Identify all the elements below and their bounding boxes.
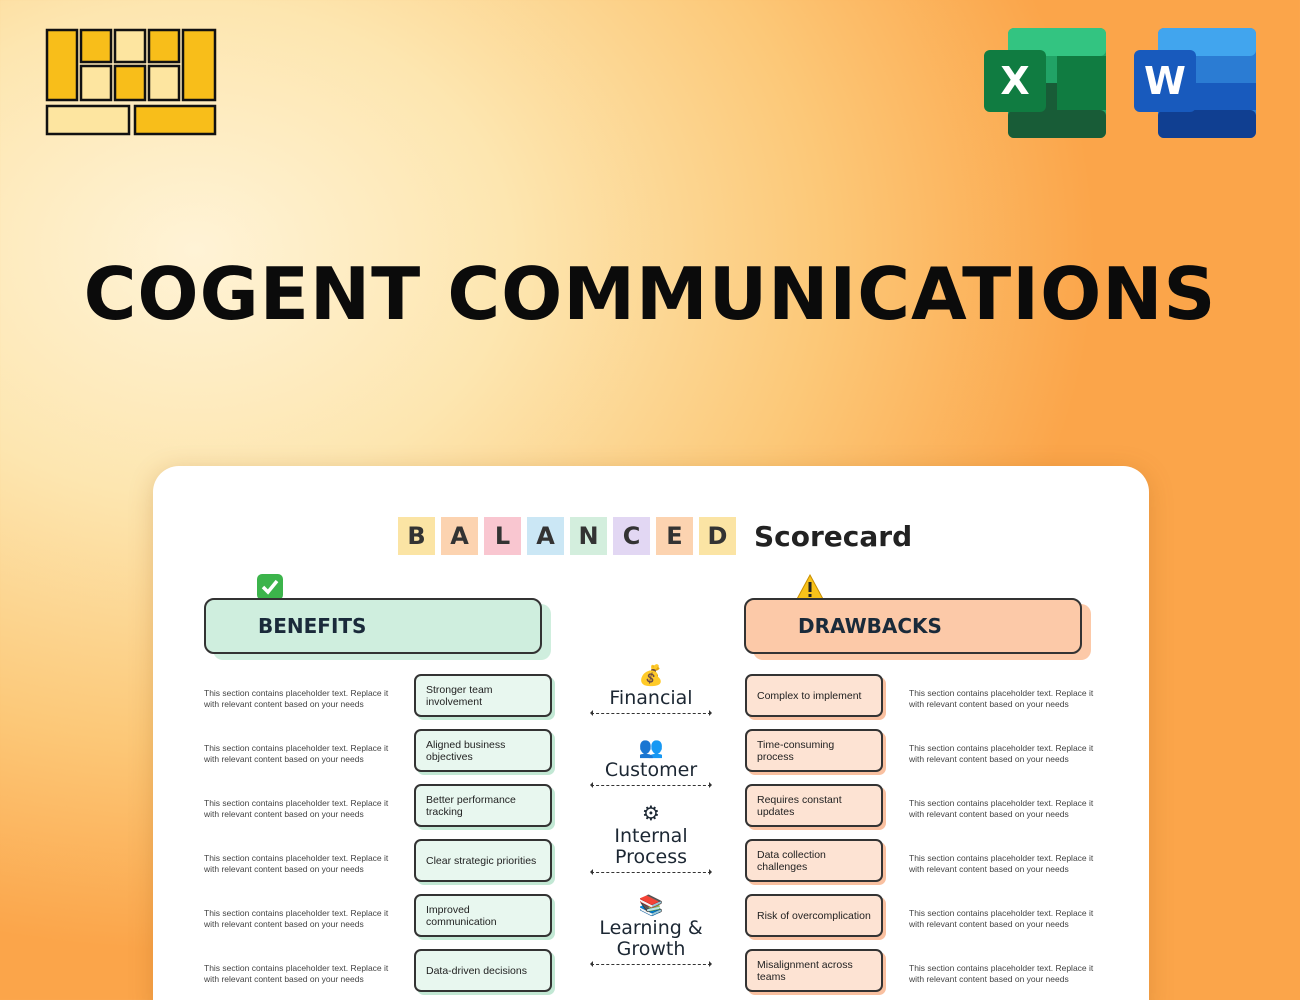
perspective-3: 📚Learning &Growth	[588, 893, 714, 967]
scorecard-letter: L	[484, 517, 521, 555]
gear-icon: ⚙	[642, 801, 660, 825]
excel-letter: X	[1000, 59, 1029, 103]
benefit-description: This section contains placeholder text. …	[204, 963, 389, 984]
drawback-item: Complex to implement	[745, 674, 883, 717]
perspective-1: 👥Customer	[588, 735, 714, 788]
benefit-item: Data-driven decisions	[414, 949, 552, 992]
scorecard-letter: A	[441, 517, 478, 555]
drawback-description: This section contains placeholder text. …	[909, 853, 1094, 874]
drawback-description: This section contains placeholder text. …	[909, 798, 1094, 819]
excel-icon: X	[984, 28, 1106, 138]
benefit-item: Better performance tracking	[414, 784, 552, 827]
money-bag-icon: 💰	[638, 663, 664, 687]
scorecard-letter: A	[527, 517, 564, 555]
double-arrow-line	[590, 961, 712, 967]
drawback-description: This section contains placeholder text. …	[909, 908, 1094, 929]
drawbacks-heading: DRAWBACKS	[744, 598, 1082, 654]
benefit-description: This section contains placeholder text. …	[204, 853, 389, 874]
double-arrow-line	[590, 710, 712, 716]
brand-logo	[45, 28, 217, 136]
perspective-label-line2: Process	[614, 846, 688, 868]
benefit-description: This section contains placeholder text. …	[204, 908, 389, 929]
people-icon: 👥	[638, 735, 664, 759]
benefit-item: Stronger team involvement	[414, 674, 552, 717]
scorecard-letter: N	[570, 517, 607, 555]
benefit-item: Aligned business objectives	[414, 729, 552, 772]
page-title: COGENT COMMUNICATIONS	[83, 252, 1217, 336]
perspective-label: Internal	[614, 825, 688, 847]
benefit-item: Clear strategic priorities	[414, 839, 552, 882]
perspective-label-line2: Growth	[616, 938, 686, 960]
drawback-description: This section contains placeholder text. …	[909, 963, 1094, 984]
double-arrow-line	[590, 869, 712, 875]
check-mark-icon	[255, 572, 285, 602]
scorecard-letter: C	[613, 517, 650, 555]
scorecard-letter: E	[656, 517, 693, 555]
books-icon: 📚	[638, 893, 664, 917]
benefit-description: This section contains placeholder text. …	[204, 743, 389, 764]
scorecard-word: Scorecard	[754, 519, 913, 553]
scorecard-letter: D	[699, 517, 736, 555]
word-icon: W	[1134, 28, 1256, 138]
benefits-heading: BENEFITS	[204, 598, 542, 654]
scorecard-letter: B	[398, 517, 435, 555]
perspective-label: Learning &	[599, 917, 703, 939]
drawback-description: This section contains placeholder text. …	[909, 688, 1094, 709]
perspective-label: Customer	[604, 759, 698, 781]
drawback-item: Time-consuming process	[745, 729, 883, 772]
drawback-item: Risk of overcomplication	[745, 894, 883, 937]
perspective-0: 💰Financial	[588, 663, 714, 716]
drawback-item: Misalignment across teams	[745, 949, 883, 992]
drawback-item: Data collection challenges	[745, 839, 883, 882]
drawback-description: This section contains placeholder text. …	[909, 743, 1094, 764]
word-letter: W	[1144, 59, 1186, 103]
drawback-item: Requires constant updates	[745, 784, 883, 827]
benefit-description: This section contains placeholder text. …	[204, 798, 389, 819]
double-arrow-line	[590, 782, 712, 788]
benefit-item: Improved communication	[414, 894, 552, 937]
perspective-label: Financial	[609, 687, 693, 709]
benefit-description: This section contains placeholder text. …	[204, 688, 389, 709]
